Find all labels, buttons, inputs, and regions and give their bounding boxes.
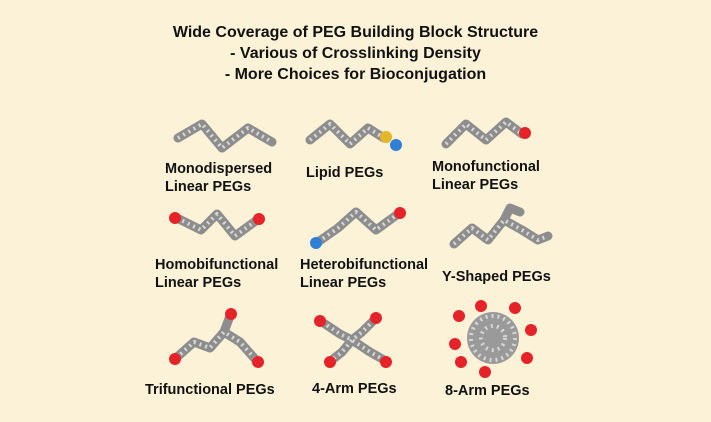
heterobifunctional-molecule-icon [310, 207, 406, 249]
monofunctional-linear-peg: Monofunctional Linear PEGs [432, 110, 582, 208]
homobifunctional-label: Homobifunctional Linear PEGs [155, 257, 279, 291]
8-arm-peg: 8-Arm PEGs [445, 300, 595, 399]
heterobifunctional-linear-peg: Heterobifunctional Linear PEGs [300, 200, 450, 298]
subtitle-line-2: - More Choices for Bioconjugation [224, 66, 487, 83]
4-arm-molecule-icon [314, 312, 392, 368]
monodispersed-label: Monodispersed Linear PEGs [165, 161, 273, 195]
y-shaped-peg: Y-Shaped PEGs [442, 200, 592, 298]
monofunctional-label: Monofunctional Linear PEGs [432, 159, 540, 193]
trifunctional-label: Trifunctional PEGs [145, 382, 275, 398]
trifunctional-molecule-icon [169, 308, 264, 368]
header: Wide Coverage of PEG Building Block Stru… [0, 22, 711, 85]
monodispersed-molecule-icon [173, 119, 277, 153]
8-arm-label: 8-Arm PEGs [445, 383, 530, 399]
8-arm-molecule-icon [449, 300, 537, 378]
homobifunctional-linear-peg: Homobifunctional Linear PEGs [155, 200, 305, 298]
monofunctional-molecule-icon [441, 117, 531, 149]
heterobifunctional-label: Heterobifunctional Linear PEGs [300, 257, 429, 291]
y-shaped-molecule-icon [449, 203, 553, 249]
homobifunctional-molecule-icon [169, 209, 265, 241]
lipid-molecule-icon [305, 119, 402, 151]
lipid-label: Lipid PEGs [306, 165, 384, 181]
4-arm-label: 4-Arm PEGs [312, 381, 397, 397]
subtitle-line-1: - Various of Crosslinking Density [230, 45, 481, 62]
trifunctional-peg: Trifunctional PEGs [145, 308, 320, 406]
y-shaped-label: Y-Shaped PEGs [442, 269, 551, 285]
monodispersed-linear-peg: Monodispersed Linear PEGs [160, 110, 310, 208]
4-arm-peg: 4-Arm PEGs [312, 308, 462, 406]
lipid-peg: Lipid PEGs [300, 110, 450, 208]
diagram-title: Wide Coverage of PEG Building Block Stru… [172, 24, 539, 41]
